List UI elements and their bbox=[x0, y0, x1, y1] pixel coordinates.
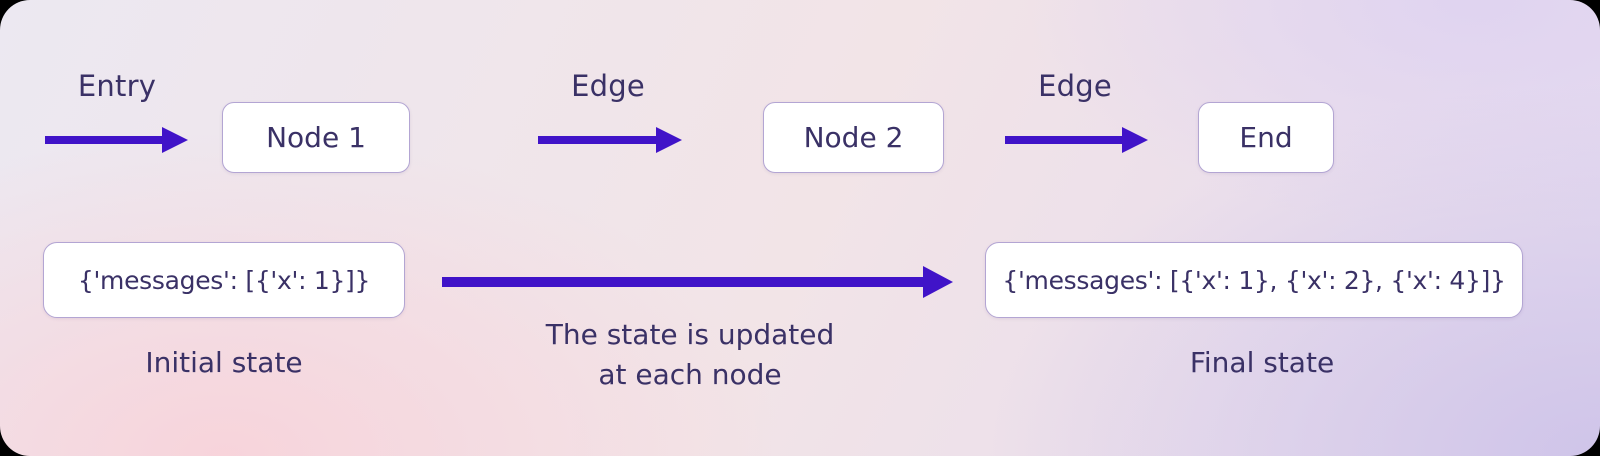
state-update-caption: The state is updated at each node bbox=[546, 315, 835, 395]
arrow-shaft bbox=[45, 136, 162, 144]
state-update-arrow bbox=[442, 266, 953, 298]
arrow-head-icon bbox=[656, 127, 682, 153]
final-state-caption: Final state bbox=[1189, 346, 1335, 379]
edge-arrow-2 bbox=[1005, 127, 1148, 153]
arrow-head-icon bbox=[1122, 127, 1148, 153]
arrow-shaft bbox=[538, 136, 656, 144]
edge-arrow-label-1: Edge bbox=[571, 69, 645, 103]
initial-state-caption: Initial state bbox=[145, 346, 303, 379]
arrow-head-icon bbox=[923, 266, 953, 298]
entry-arrow-label: Entry bbox=[77, 69, 157, 103]
state-update-caption-line2: at each node bbox=[598, 358, 782, 391]
entry-arrow bbox=[45, 127, 188, 153]
state-update-caption-line1: The state is updated bbox=[545, 318, 835, 351]
end-node-box: End bbox=[1198, 102, 1334, 173]
node-1-box: Node 1 bbox=[222, 102, 410, 173]
edge-arrow-1 bbox=[538, 127, 682, 153]
node-2-box: Node 2 bbox=[763, 102, 944, 173]
edge-arrow-label-2: Edge bbox=[1038, 69, 1112, 103]
arrow-head-icon bbox=[162, 127, 188, 153]
arrow-shaft bbox=[442, 277, 923, 287]
initial-state-box: {'messages': [{'x': 1}]} bbox=[43, 242, 405, 318]
final-state-box: {'messages': [{'x': 1}, {'x': 2}, {'x': … bbox=[985, 242, 1523, 318]
arrow-shaft bbox=[1005, 136, 1122, 144]
